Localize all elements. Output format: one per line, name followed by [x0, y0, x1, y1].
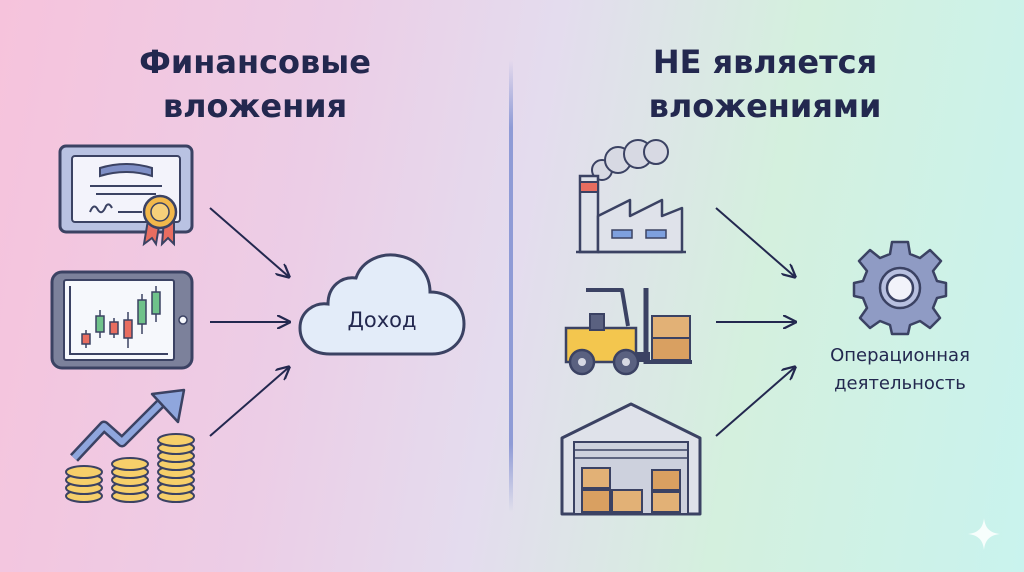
arrows-right-group	[715, 207, 806, 437]
arrow-factory-to-operations	[715, 207, 794, 276]
forklift-icon	[564, 288, 692, 376]
certificate-icon	[58, 144, 194, 247]
cloud-icon	[298, 253, 466, 356]
warehouse-icon	[560, 402, 702, 516]
arrow-certificate-to-income	[209, 207, 288, 276]
divider	[509, 60, 513, 512]
gear-icon	[852, 240, 948, 336]
income-label: Доход	[347, 308, 417, 332]
trading-tablet-icon	[50, 270, 194, 370]
growth-coins-icon	[65, 388, 195, 503]
arrows-left-group	[209, 207, 300, 437]
arrow-warehouse-to-operations	[715, 368, 794, 437]
arrow-coins-to-income	[209, 368, 288, 437]
sparkle-icon	[968, 518, 1000, 550]
factory-icon	[576, 139, 686, 254]
title-financial-investments: Финансовые вложения	[139, 43, 371, 125]
title-not-investments: НЕ является вложениями	[648, 43, 882, 125]
operations-label: Операционная деятельность	[830, 345, 970, 394]
